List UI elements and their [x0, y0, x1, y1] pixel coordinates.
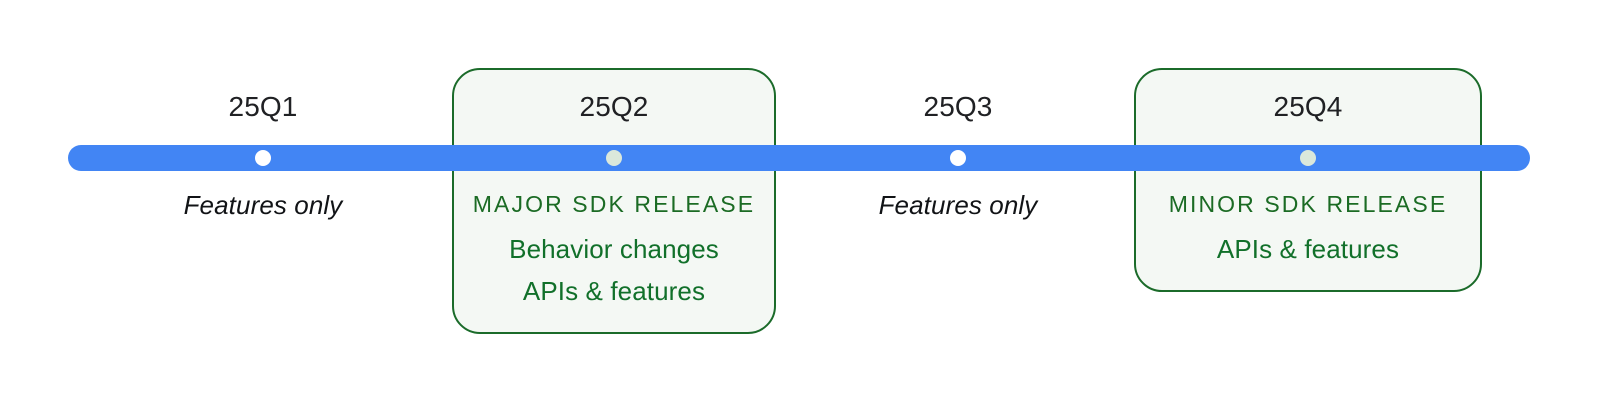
release-line-apis-features-q2: APIs & features	[522, 276, 706, 306]
release-card-q2	[452, 68, 776, 334]
quarter-label-q2: 25Q2	[579, 91, 649, 122]
quarter-label-q1: 25Q1	[228, 91, 298, 122]
milestone-detail-q1: Features only	[143, 188, 383, 222]
timeline-milestone-q1[interactable]: 25Q1 Features only	[143, 0, 383, 409]
timeline-milestone-q2[interactable]: 25Q2 MAJOR SDK RELEASE Behavior changes …	[452, 0, 776, 409]
release-line-behavior-changes: Behavior changes	[509, 234, 719, 264]
timeline-track	[68, 145, 1530, 171]
release-card-q4	[1134, 68, 1482, 292]
plain-dot-icon	[950, 150, 966, 166]
release-line-apis-features-q4: APIs & features	[1216, 234, 1400, 264]
release-dot-icon	[1300, 150, 1316, 166]
quarter-label-q3: 25Q3	[923, 91, 993, 122]
timeline-milestone-q3[interactable]: 25Q3 Features only	[838, 0, 1078, 409]
features-only-note-q1: Features only	[183, 190, 343, 220]
timeline-milestone-q4[interactable]: 25Q4 MINOR SDK RELEASE APIs & features	[1134, 0, 1482, 409]
milestone-detail-q3: Features only	[838, 188, 1078, 222]
release-heading-q2: MAJOR SDK RELEASE	[472, 191, 756, 217]
milestone-detail-q4: MINOR SDK RELEASE APIs & features	[1134, 188, 1482, 270]
features-only-note-q3: Features only	[878, 190, 1038, 220]
milestone-detail-q2: MAJOR SDK RELEASE Behavior changes APIs …	[452, 188, 776, 312]
release-heading-q4: MINOR SDK RELEASE	[1168, 191, 1448, 217]
quarter-label-q4: 25Q4	[1273, 91, 1343, 122]
plain-dot-icon	[255, 150, 271, 166]
release-dot-icon	[606, 150, 622, 166]
